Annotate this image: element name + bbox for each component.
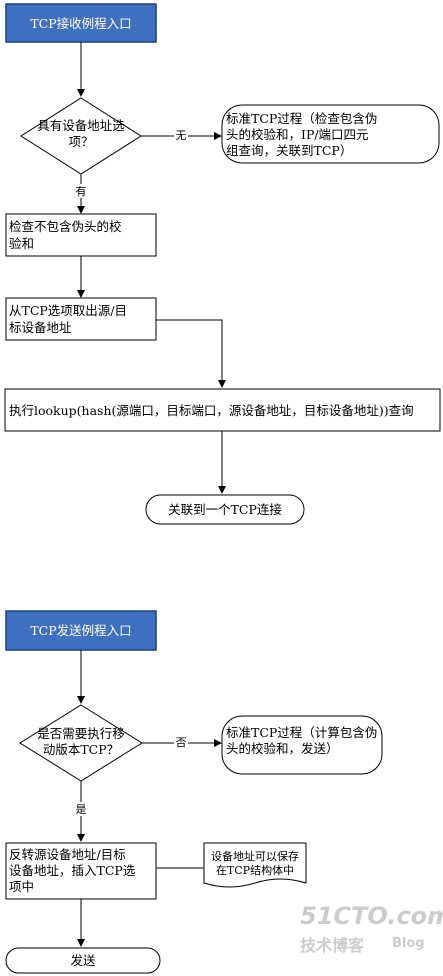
send-standard-line-1: 标准TCP过程（计算包含伪 xyxy=(226,725,377,740)
receive-start-box xyxy=(5,3,157,43)
send-reverse-line-2: 设备地址，插入TCP选 xyxy=(9,863,136,878)
receive-decision-line-1: 具有设备地址选 xyxy=(37,118,125,133)
receive-decision-line-2: 项？ xyxy=(68,134,93,149)
send-reverse-line-1: 反转源设备地址/目标 xyxy=(9,847,126,862)
receive-standard-line-3: 组查询，关联到TCP） xyxy=(226,143,352,158)
watermark-sub: 技术博客 xyxy=(300,936,365,955)
receive-extract-line-2: 标设备地址 xyxy=(9,320,72,335)
receive-extract-line-1: 从TCP选项取出源/目 xyxy=(9,303,127,318)
send-standard-box xyxy=(221,715,383,775)
send-reverse-box xyxy=(5,842,157,900)
watermark-logo: 51CTO.com xyxy=(300,902,443,930)
receive-no-label: 无 xyxy=(176,129,187,142)
send-reverse-line-3: 项中 xyxy=(9,879,34,894)
send-note-shape xyxy=(203,842,307,888)
send-note-line-1: 设备地址可以保存 xyxy=(211,849,299,863)
receive-lookup-label: 执行lookup(hash(源端口，目标端口，源设备地址，目标设备地址))查询 xyxy=(9,403,414,418)
send-terminator xyxy=(5,947,161,974)
receive-check-box xyxy=(5,213,157,257)
send-note-line-2: 在TCP结构体中 xyxy=(216,863,294,877)
receive-standard-box xyxy=(221,104,440,164)
watermark-blog: Blog xyxy=(392,936,425,951)
receive-associate-label: 关联到一个TCP连接 xyxy=(168,502,282,517)
send-standard-line-2: 头的校验和，发送） xyxy=(226,741,339,756)
receive-start-label: TCP接收例程入口 xyxy=(30,16,131,31)
send-decision-line-2: 动版本TCP？ xyxy=(43,742,119,757)
receive-yes-label: 有 xyxy=(76,184,87,198)
receive-associate-terminator xyxy=(145,494,305,525)
watermark: 51CTO.com 技术博客 Blog xyxy=(300,902,443,955)
send-decision-line-1: 是否需要执行移 xyxy=(37,726,125,741)
send-flow: TCP发送例程入口 是否需要执行移 动版本TCP？ 否 标准TCP过程（计算包含… xyxy=(5,610,383,974)
receive-flow: TCP接收例程入口 具有设备地址选 项？ 无 标准TCP过程（检查包含伪 头的校… xyxy=(4,3,441,525)
send-no-label: 否 xyxy=(176,736,187,749)
send-terminator-label: 发送 xyxy=(70,953,96,968)
receive-standard-line-1: 标准TCP过程（检查包含伪 xyxy=(226,111,377,126)
edge-extract-lookup xyxy=(156,319,226,388)
receive-check-line-2: 验和 xyxy=(9,236,34,251)
receive-check-line-1: 检查不包含伪头的校 xyxy=(9,219,122,234)
receive-standard-line-2: 头的校验和，IP/端口四元 xyxy=(226,127,369,142)
receive-extract-box xyxy=(5,297,157,341)
send-yes-label: 是 xyxy=(76,803,87,816)
send-start-box xyxy=(5,610,157,651)
send-start-label: TCP发送例程入口 xyxy=(30,623,131,638)
